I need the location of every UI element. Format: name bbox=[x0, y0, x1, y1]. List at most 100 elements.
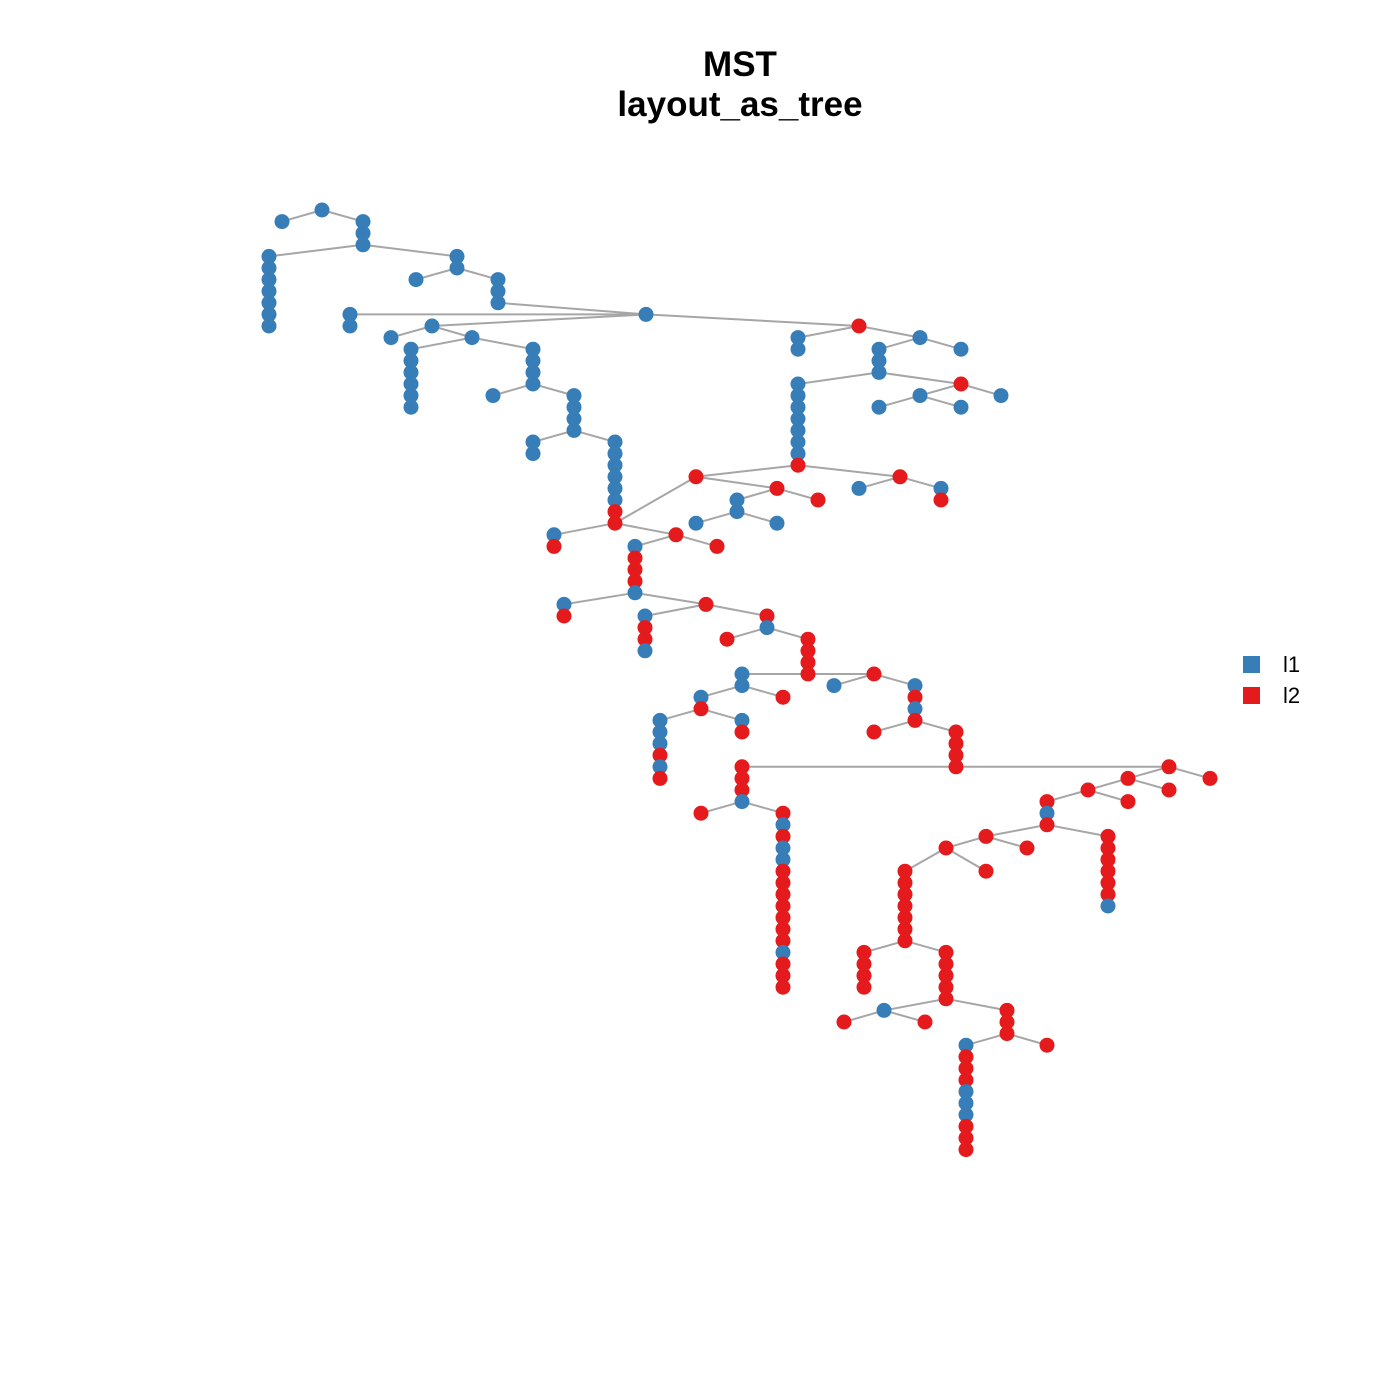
tree-node-l1 bbox=[566, 411, 582, 427]
tree-node-l1 bbox=[261, 260, 277, 276]
tree-node-l2 bbox=[688, 469, 704, 485]
tree-node-l2 bbox=[775, 921, 791, 937]
tree-node-l2 bbox=[907, 712, 923, 728]
tree-node-l2 bbox=[999, 1014, 1015, 1030]
tree-node-l2 bbox=[948, 736, 964, 752]
tree-edge bbox=[985, 823, 1048, 838]
legend-label-l1: l1 bbox=[1283, 652, 1300, 677]
tree-node-l2 bbox=[897, 875, 913, 891]
tree-node-l1 bbox=[383, 330, 399, 346]
legend-label-l2: l2 bbox=[1283, 683, 1300, 708]
tree-node-l1 bbox=[693, 689, 709, 705]
tree-node-l2 bbox=[938, 968, 954, 984]
tree-node-l1 bbox=[790, 399, 806, 415]
tree-node-l1 bbox=[525, 353, 541, 369]
tree-node-l1 bbox=[652, 759, 668, 775]
tree-node-l1 bbox=[958, 1107, 974, 1123]
tree-node-l2 bbox=[836, 1014, 852, 1030]
tree-edge bbox=[1046, 823, 1109, 838]
tree-node-l1 bbox=[637, 608, 653, 624]
tree-node-l2 bbox=[1039, 817, 1055, 833]
tree-node-l1 bbox=[652, 712, 668, 728]
tree-node-l2 bbox=[775, 979, 791, 995]
tree-node-l1 bbox=[449, 248, 465, 264]
tree-node-l2 bbox=[769, 480, 785, 496]
tree-node-l1 bbox=[525, 341, 541, 357]
tree-node-l1 bbox=[790, 422, 806, 438]
tree-node-l1 bbox=[314, 202, 330, 218]
tree-node-l2 bbox=[958, 1130, 974, 1146]
tree-node-l1 bbox=[490, 295, 506, 311]
tree-edge bbox=[695, 475, 778, 490]
tree-node-l2 bbox=[958, 1142, 974, 1158]
tree-node-l1 bbox=[871, 341, 887, 357]
tree-node-l1 bbox=[652, 724, 668, 740]
tree-node-l1 bbox=[1100, 898, 1116, 914]
tree-node-l1 bbox=[261, 306, 277, 322]
tree-node-l2 bbox=[1019, 840, 1035, 856]
tree-node-l2 bbox=[693, 805, 709, 821]
tree-node-l2 bbox=[1039, 794, 1055, 810]
tree-node-l2 bbox=[652, 747, 668, 763]
tree-node-l2 bbox=[775, 689, 791, 705]
tree-edge bbox=[945, 997, 1008, 1012]
tree-node-l1 bbox=[490, 272, 506, 288]
tree-node-l2 bbox=[775, 875, 791, 891]
tree-node-l1 bbox=[729, 504, 745, 520]
tree-node-l2 bbox=[1100, 863, 1116, 879]
tree-node-l2 bbox=[1161, 759, 1177, 775]
tree-node-l2 bbox=[1161, 782, 1177, 798]
tree-node-l2 bbox=[866, 724, 882, 740]
tree-node-l2 bbox=[1100, 875, 1116, 891]
tree-node-l2 bbox=[810, 492, 826, 508]
tree-node-l2 bbox=[948, 747, 964, 763]
tree-node-l1 bbox=[907, 701, 923, 717]
tree-node-l1 bbox=[261, 272, 277, 288]
tree-node-l2 bbox=[958, 1060, 974, 1076]
tree-node-l2 bbox=[719, 631, 735, 647]
tree-node-l2 bbox=[800, 654, 816, 670]
legend-swatch-l1 bbox=[1243, 656, 1260, 673]
tree-node-l2 bbox=[652, 770, 668, 786]
tree-node-l2 bbox=[775, 886, 791, 902]
tree-edge bbox=[904, 847, 947, 873]
tree-node-l1 bbox=[449, 260, 465, 276]
tree-node-l1 bbox=[958, 1037, 974, 1053]
tree-edge bbox=[878, 371, 962, 385]
tree-node-l2 bbox=[938, 840, 954, 856]
tree-node-l1 bbox=[566, 422, 582, 438]
tree-node-l2 bbox=[938, 979, 954, 995]
tree-node-l1 bbox=[607, 492, 623, 508]
tree-node-l2 bbox=[897, 910, 913, 926]
tree-node-l2 bbox=[1202, 770, 1218, 786]
tree-node-l2 bbox=[978, 863, 994, 879]
tree-node-l1 bbox=[261, 318, 277, 334]
tree-node-l1 bbox=[790, 388, 806, 404]
tree-edge bbox=[858, 325, 921, 339]
tree-node-l1 bbox=[607, 480, 623, 496]
tree-node-l2 bbox=[759, 608, 775, 624]
tree-node-l2 bbox=[938, 944, 954, 960]
tree-node-l2 bbox=[698, 596, 714, 612]
tree-node-l1 bbox=[953, 399, 969, 415]
tree-node-l2 bbox=[1080, 782, 1096, 798]
tree-node-l1 bbox=[403, 341, 419, 357]
tree-node-l1 bbox=[790, 411, 806, 427]
tree-node-l2 bbox=[958, 1072, 974, 1088]
tree-node-l2 bbox=[1120, 794, 1136, 810]
tree-node-l1 bbox=[729, 492, 745, 508]
tree-node-l2 bbox=[775, 933, 791, 949]
tree-node-l2 bbox=[1100, 828, 1116, 844]
tree-node-l1 bbox=[607, 434, 623, 450]
tree-node-l1 bbox=[871, 399, 887, 415]
tree-node-l2 bbox=[958, 1118, 974, 1134]
tree-node-l2 bbox=[775, 968, 791, 984]
tree-node-l1 bbox=[907, 678, 923, 694]
tree-node-l1 bbox=[958, 1084, 974, 1100]
tree-node-l2 bbox=[1120, 770, 1136, 786]
tree-node-l2 bbox=[958, 1049, 974, 1065]
tree-node-l1 bbox=[408, 272, 424, 288]
tree-node-l2 bbox=[856, 968, 872, 984]
tree-node-l1 bbox=[637, 643, 653, 659]
